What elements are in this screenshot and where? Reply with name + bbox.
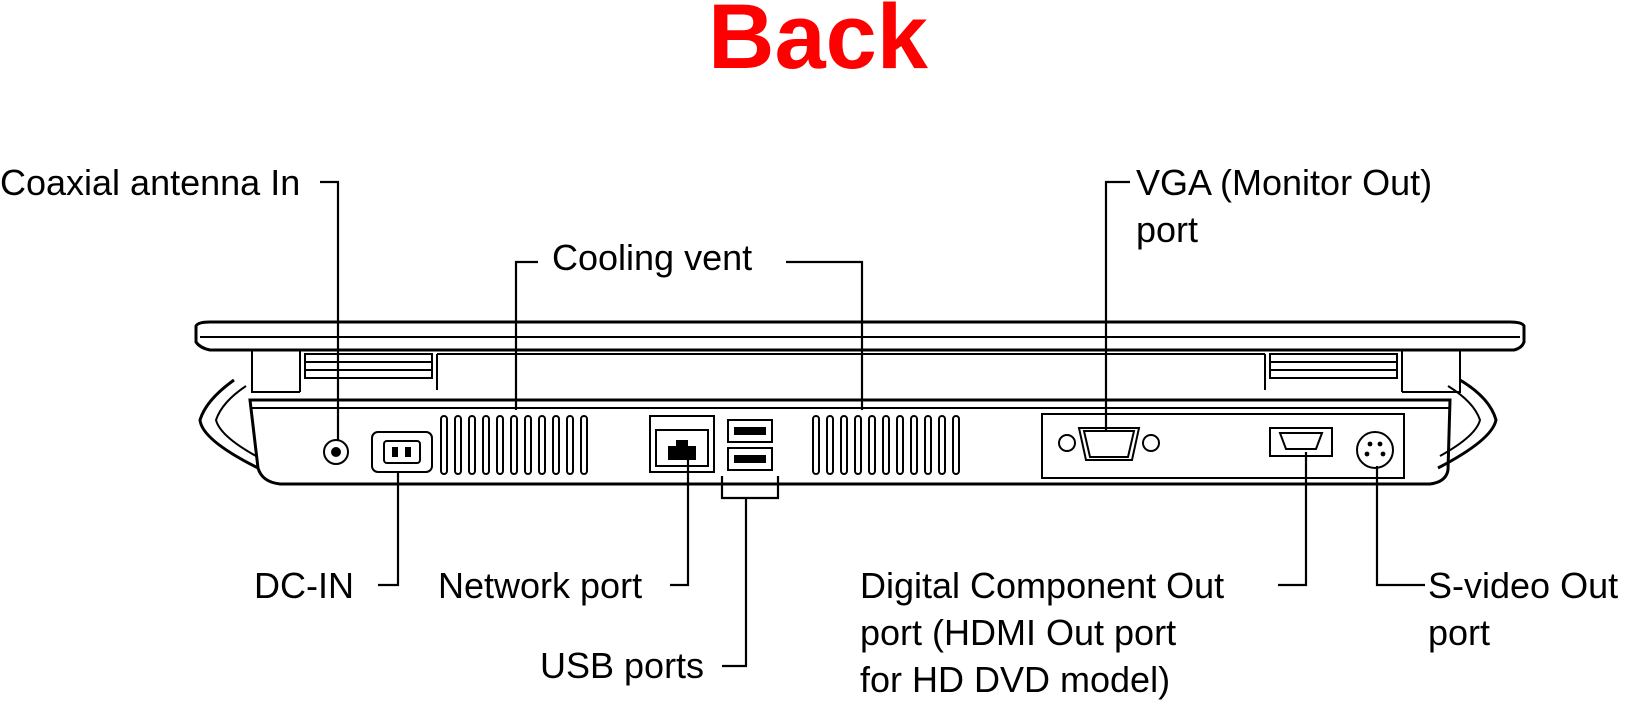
cooling-vent-leader-right [786, 260, 864, 410]
label-network-port: Network port [438, 565, 642, 606]
vent-slot [552, 415, 560, 475]
vent-slot [882, 415, 890, 475]
usb-bracket [720, 476, 780, 500]
cooling-vent-left [440, 415, 588, 475]
dc-in-leader [378, 472, 400, 587]
leader-lines [320, 180, 1425, 668]
cooling-vent-right [812, 415, 960, 475]
laptop-body [194, 320, 1526, 486]
usb-leader [722, 498, 748, 668]
vent-slot [938, 415, 946, 475]
label-vga-line2: port [1136, 209, 1198, 250]
vent-slot [868, 415, 876, 475]
label-usb-ports: USB ports [540, 645, 704, 686]
vent-slot [924, 415, 932, 475]
vent-slot [468, 415, 476, 475]
network-port [649, 415, 715, 473]
coaxial-leader [320, 180, 340, 440]
vga-leader [1104, 180, 1130, 430]
label-hdmi-line1: Digital Component Out [860, 565, 1224, 606]
vent-slot [440, 415, 448, 475]
label-s-video-line1: S-video Out [1428, 565, 1618, 606]
vent-slot [580, 415, 588, 475]
label-s-video-line2: port [1428, 612, 1490, 653]
vent-slot [812, 415, 820, 475]
diagram-title: Back [708, 0, 929, 88]
vent-slot [952, 415, 960, 475]
vent-slot [896, 415, 904, 475]
vent-slot [496, 415, 504, 475]
vent-slot [482, 415, 490, 475]
vent-slot [510, 415, 518, 475]
coaxial-jack [323, 439, 349, 465]
vent-slot [566, 415, 574, 475]
video-ports-panel [1041, 413, 1405, 479]
vent-slot [854, 415, 862, 475]
vent-slot [538, 415, 546, 475]
vent-slot [454, 415, 462, 475]
vent-slot [524, 415, 532, 475]
label-cooling-vent: Cooling vent [552, 237, 752, 278]
cooling-vent-leader-left [514, 260, 538, 410]
vent-slot [910, 415, 918, 475]
label-coaxial-antenna-in: Coaxial antenna In [0, 162, 300, 203]
label-hdmi-line3: for HD DVD model) [860, 659, 1170, 700]
hdmi-port [1269, 427, 1333, 457]
s-video-port [1356, 431, 1394, 469]
usb-ports [727, 419, 773, 471]
label-vga-line1: VGA (Monitor Out) [1136, 162, 1432, 203]
label-dc-in: DC-IN [254, 565, 354, 606]
vga-port [1058, 427, 1160, 461]
dc-in-jack [371, 431, 433, 473]
vent-slot [826, 415, 834, 475]
network-leader [670, 458, 690, 587]
vent-slot [840, 415, 848, 475]
s-video-leader [1375, 466, 1425, 587]
hdmi-leader [1278, 452, 1308, 587]
label-hdmi-line2: port (HDMI Out port [860, 612, 1176, 653]
